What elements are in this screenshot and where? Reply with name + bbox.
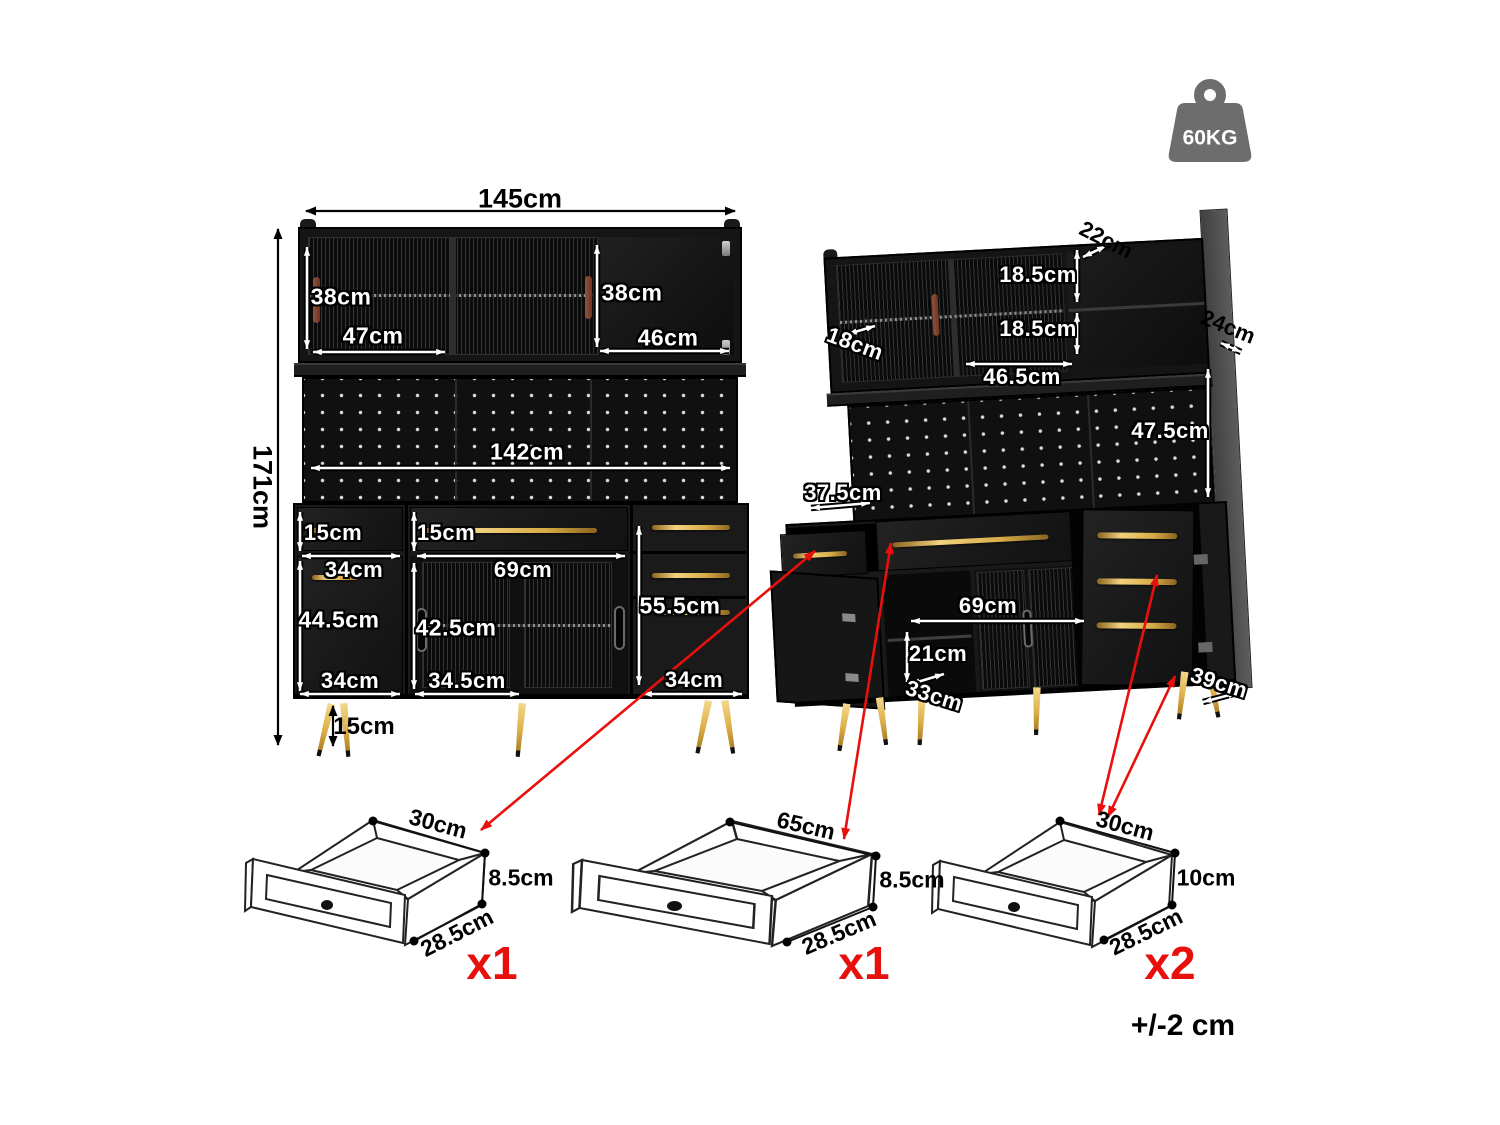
dim-hutch-right-width: 46cm [637, 324, 699, 351]
dim-pegboard-width: 142cm [489, 438, 565, 465]
dim-leg-height: 15cm [333, 713, 395, 740]
dim-glass-door-height: 42.5cm [415, 614, 497, 641]
drawer-handle [425, 528, 597, 533]
dim-total-height: 171cm [247, 444, 278, 530]
drawer-handle [652, 525, 730, 530]
dim-total-width: 145cm [477, 183, 563, 214]
drawer-dimension-lines [368, 816, 1180, 947]
dim-pegboard-height: 47.5cm [1131, 418, 1209, 443]
black-dimension-arrows [273, 206, 736, 747]
hutch-door-handle-right [585, 276, 592, 319]
dim-mid-section-width: 69cm [493, 557, 553, 582]
dim-upper-shelf-height: 18.5cm [999, 262, 1077, 287]
hutch-open-shelf [598, 237, 734, 355]
hutch-counter [294, 363, 746, 377]
drawer3-quantity: x2 [1144, 937, 1196, 989]
door-handle [312, 575, 358, 580]
dim-right-section-width: 34cm [664, 667, 724, 692]
pegboard-seam [455, 379, 457, 501]
dim-inner-shelf-height: 21cm [908, 641, 968, 666]
dim-left-drawer-height: 15cm [303, 520, 363, 545]
weight-icon [1168, 79, 1252, 162]
dim-glass-section-width: 34.5cm [428, 668, 506, 693]
drawer2-height: 8.5cm [879, 866, 945, 893]
pegboard-back-panel [302, 377, 738, 503]
dim-right-stack-height: 55.5cm [639, 592, 721, 619]
dim-middle-width-open: 69cm [958, 593, 1018, 618]
shelf-bracket [722, 241, 730, 256]
red-locator-arrows [480, 542, 1177, 840]
dim-left-door-height: 44.5cm [298, 606, 380, 633]
drawer2-quantity: x1 [838, 937, 890, 989]
drawer-handle [312, 528, 360, 533]
hutch-crown-right [724, 219, 740, 230]
hutch-door-handle-left [313, 277, 320, 323]
weight-capacity-badge: 60KG [1168, 76, 1252, 172]
drawer3-height: 10cm [1176, 864, 1236, 891]
dim-hutch-left-height: 38cm [310, 283, 372, 310]
shelf-bracket [722, 340, 730, 355]
weight-capacity-label: 60KG [1182, 126, 1238, 150]
dim-drawer-depth: 37.5cm [804, 480, 882, 505]
dim-glass-section-width-open: 46.5cm [983, 364, 1061, 389]
drawer1-height: 8.5cm [488, 864, 554, 891]
tolerance-note: +/-2 cm [1130, 1009, 1236, 1042]
dim-hutch-right-height: 38cm [601, 279, 663, 306]
dim-hutch-left-width: 47cm [342, 322, 404, 349]
dim-mid-drawer-height: 15cm [416, 520, 476, 545]
dim-lower-shelf-height: 18.5cm [999, 316, 1077, 341]
dim-left-door-width: 34cm [320, 668, 380, 693]
hutch-door-divider [450, 237, 456, 355]
dim-left-section-width: 34cm [324, 557, 384, 582]
drawer1-quantity: x1 [466, 937, 518, 989]
hutch-crown-left [300, 219, 316, 230]
base-divider [405, 505, 408, 697]
pegboard-seam [590, 379, 592, 501]
